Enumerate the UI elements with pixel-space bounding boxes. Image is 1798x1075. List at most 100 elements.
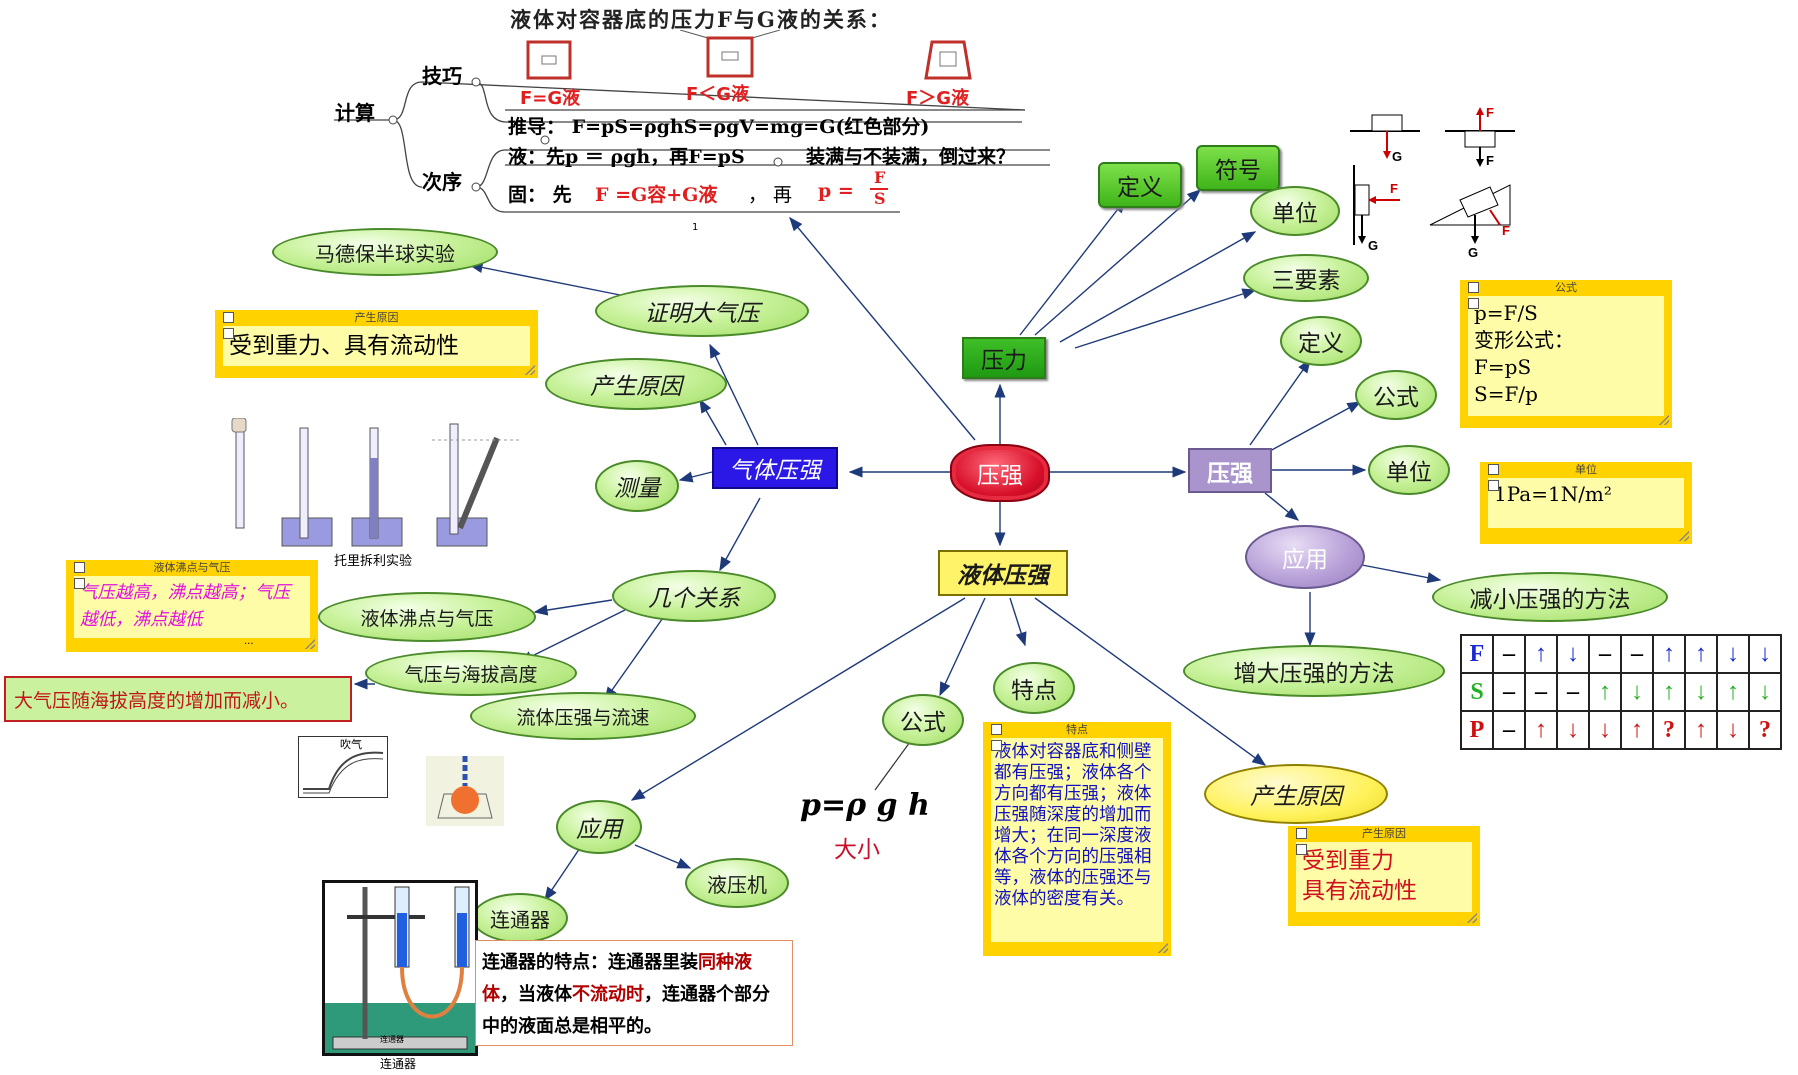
relations-node[interactable]: 几个关系 — [612, 570, 776, 622]
connector-text-part: 连通器的特点：连通器里装 — [482, 952, 698, 973]
measure-node[interactable]: 测量 — [595, 460, 679, 512]
note-window-controls[interactable] — [1483, 464, 1505, 491]
gas-cause-node[interactable]: 产生原因 — [545, 358, 727, 410]
resize-grip-icon[interactable] — [525, 365, 535, 375]
center-label: 压强 — [977, 463, 1023, 489]
pressure-force-node[interactable]: 压力 — [962, 337, 1046, 379]
liquid-pressure-node[interactable]: 液体压强 — [938, 550, 1068, 596]
note-gas-cause-title: 产生原因 — [354, 311, 399, 324]
table-cell: ↓ — [1748, 672, 1782, 712]
force-diagram-g3: G — [1368, 238, 1378, 253]
table-row-header: P — [1460, 710, 1494, 750]
measure-label: 测量 — [614, 476, 660, 502]
boiling-relation-label: 液体沸点与气压 — [360, 607, 494, 630]
liquid-feature-node[interactable]: 特点 — [993, 662, 1075, 714]
case-equal-label: F=G液 — [520, 88, 581, 109]
resize-grip-icon[interactable] — [1659, 415, 1669, 425]
formula-rest: =ρ g h — [820, 788, 930, 823]
note-liquid-cause-title: 产生原因 — [1362, 827, 1406, 840]
liquid-pressure-label: 液体压强 — [957, 563, 1049, 589]
increase-pressure-node[interactable]: 增大压强的方法 — [1183, 645, 1445, 697]
calc-skill[interactable]: 技巧 — [422, 64, 462, 88]
connector-node[interactable]: 连通器 — [472, 893, 568, 943]
liquid-formula-label: 公式 — [900, 710, 946, 736]
connector-base-label: 连通器 — [380, 1035, 404, 1044]
boiling-relation-node[interactable]: 液体沸点与气压 — [318, 592, 536, 642]
formula-line: p=F/S — [1474, 301, 1538, 325]
pressure-unit-label: 单位 — [1386, 460, 1432, 486]
reduce-pressure-node[interactable]: 减小压强的方法 — [1432, 572, 1668, 622]
force-unit-node[interactable]: 单位 — [1250, 186, 1340, 236]
resize-grip-icon[interactable] — [1467, 913, 1477, 923]
force-definition-node[interactable]: 定义 — [1098, 162, 1182, 208]
force-three-elements-node[interactable]: 三要素 — [1243, 254, 1369, 302]
calc-solid-b: ， 再 — [748, 184, 793, 206]
magdeburg-node[interactable]: 马德保半球实验 — [272, 228, 498, 276]
liquid-cause-node[interactable]: 产生原因 — [1204, 764, 1388, 824]
frac-top: F — [874, 168, 886, 187]
pressure-formula-node[interactable]: 公式 — [1355, 370, 1437, 420]
solid-pressure-label: 压强 — [1207, 460, 1253, 487]
center-node[interactable]: 压强 — [950, 444, 1050, 502]
note-boiling-title: 液体沸点与气压 — [153, 561, 231, 574]
calc-order[interactable]: 次序 — [422, 170, 462, 194]
note-boiling: 液体沸点与气压 气压越高，沸点越高；气压越低，沸点越低 ... — [66, 560, 318, 652]
prove-atmosphere-node[interactable]: 证明大气压 — [595, 285, 809, 337]
note-formula: 公式 p=F/S 变形公式： F=pS S=F/p — [1460, 280, 1672, 428]
pressure-unit-node[interactable]: 单位 — [1368, 445, 1450, 495]
flow-relation-node[interactable]: 流体压强与流速 — [470, 692, 696, 740]
force-unit-label: 单位 — [1272, 201, 1318, 227]
note-window-controls[interactable] — [69, 562, 91, 589]
liquid-cause-label: 产生原因 — [1250, 784, 1342, 810]
force-symbol-node[interactable]: 符号 — [1196, 145, 1280, 191]
table-cell: ↑ — [1652, 672, 1686, 712]
calc-solid-formula2: p = — [818, 180, 854, 202]
blow-illustration — [298, 736, 388, 798]
gas-cause-label: 产生原因 — [590, 374, 682, 400]
resize-grip-icon[interactable] — [305, 639, 315, 649]
liquid-feature-label: 特点 — [1011, 678, 1057, 704]
liquid-formula-p: p=ρ g h — [800, 788, 930, 823]
flow-relation-label: 流体压强与流速 — [516, 706, 650, 729]
force-diagram-f3: F — [1502, 223, 1510, 238]
communicating-vessel-icon — [325, 886, 475, 1053]
reduce-pressure-label: 减小压强的方法 — [1469, 587, 1631, 613]
connector-caption: 连通器 — [380, 1057, 417, 1071]
pressure-application-node[interactable]: 应用 — [1245, 525, 1365, 589]
table-cell: ? — [1652, 710, 1686, 750]
note-unit-body: 1Pa=1N/m² — [1488, 478, 1684, 528]
table-cell: – — [1492, 672, 1526, 712]
force-diagram-g1: G — [1392, 149, 1402, 164]
altitude-relation-node[interactable]: 气压与海拔高度 — [365, 650, 577, 696]
note-window-controls[interactable] — [1291, 828, 1313, 855]
note-formula-body: p=F/S 变形公式： F=pS S=F/p — [1468, 296, 1664, 416]
table-cell: – — [1492, 710, 1526, 750]
formula-line: S=F/p — [1474, 382, 1538, 406]
torricelli-illustration — [222, 417, 522, 548]
pressure-definition-node[interactable]: 定义 — [1280, 316, 1362, 366]
note-liquid-feature-body: 液体对容器底和侧壁都有压强；液体各个方向都有压强；液体压强随深度的增加而增大；在… — [991, 738, 1163, 942]
hydraulic-press-node[interactable]: 液压机 — [685, 858, 789, 908]
resize-grip-icon[interactable] — [1158, 943, 1168, 953]
frac-bot: S — [874, 189, 886, 208]
frac-bar — [870, 188, 888, 190]
resize-grip-icon[interactable] — [1679, 531, 1689, 541]
liquid-application-node[interactable]: 应用 — [556, 800, 642, 854]
table-cell: ? — [1748, 710, 1782, 750]
gas-pressure-node[interactable]: 气体压强 — [712, 447, 838, 489]
liquid-cause-line: 受到重力 — [1302, 848, 1394, 874]
force-diagram-f1: F — [1486, 105, 1494, 120]
table-cell: ↑ — [1652, 634, 1686, 674]
table-cell: – — [1524, 672, 1558, 712]
note-window-controls[interactable] — [1463, 282, 1485, 309]
solid-pressure-node[interactable]: 压强 — [1188, 448, 1272, 493]
note-window-controls[interactable] — [218, 312, 240, 339]
note-window-controls[interactable] — [986, 724, 1008, 751]
table-cell: ↓ — [1588, 710, 1622, 750]
pressure-formula-label: 公式 — [1373, 385, 1419, 411]
table-cell: ↓ — [1556, 634, 1590, 674]
ball-funnel-icon — [437, 756, 493, 819]
calc-root[interactable]: 计算 — [335, 101, 375, 125]
liquid-formula-node[interactable]: 公式 — [882, 694, 964, 746]
table-cell: ↑ — [1684, 634, 1718, 674]
